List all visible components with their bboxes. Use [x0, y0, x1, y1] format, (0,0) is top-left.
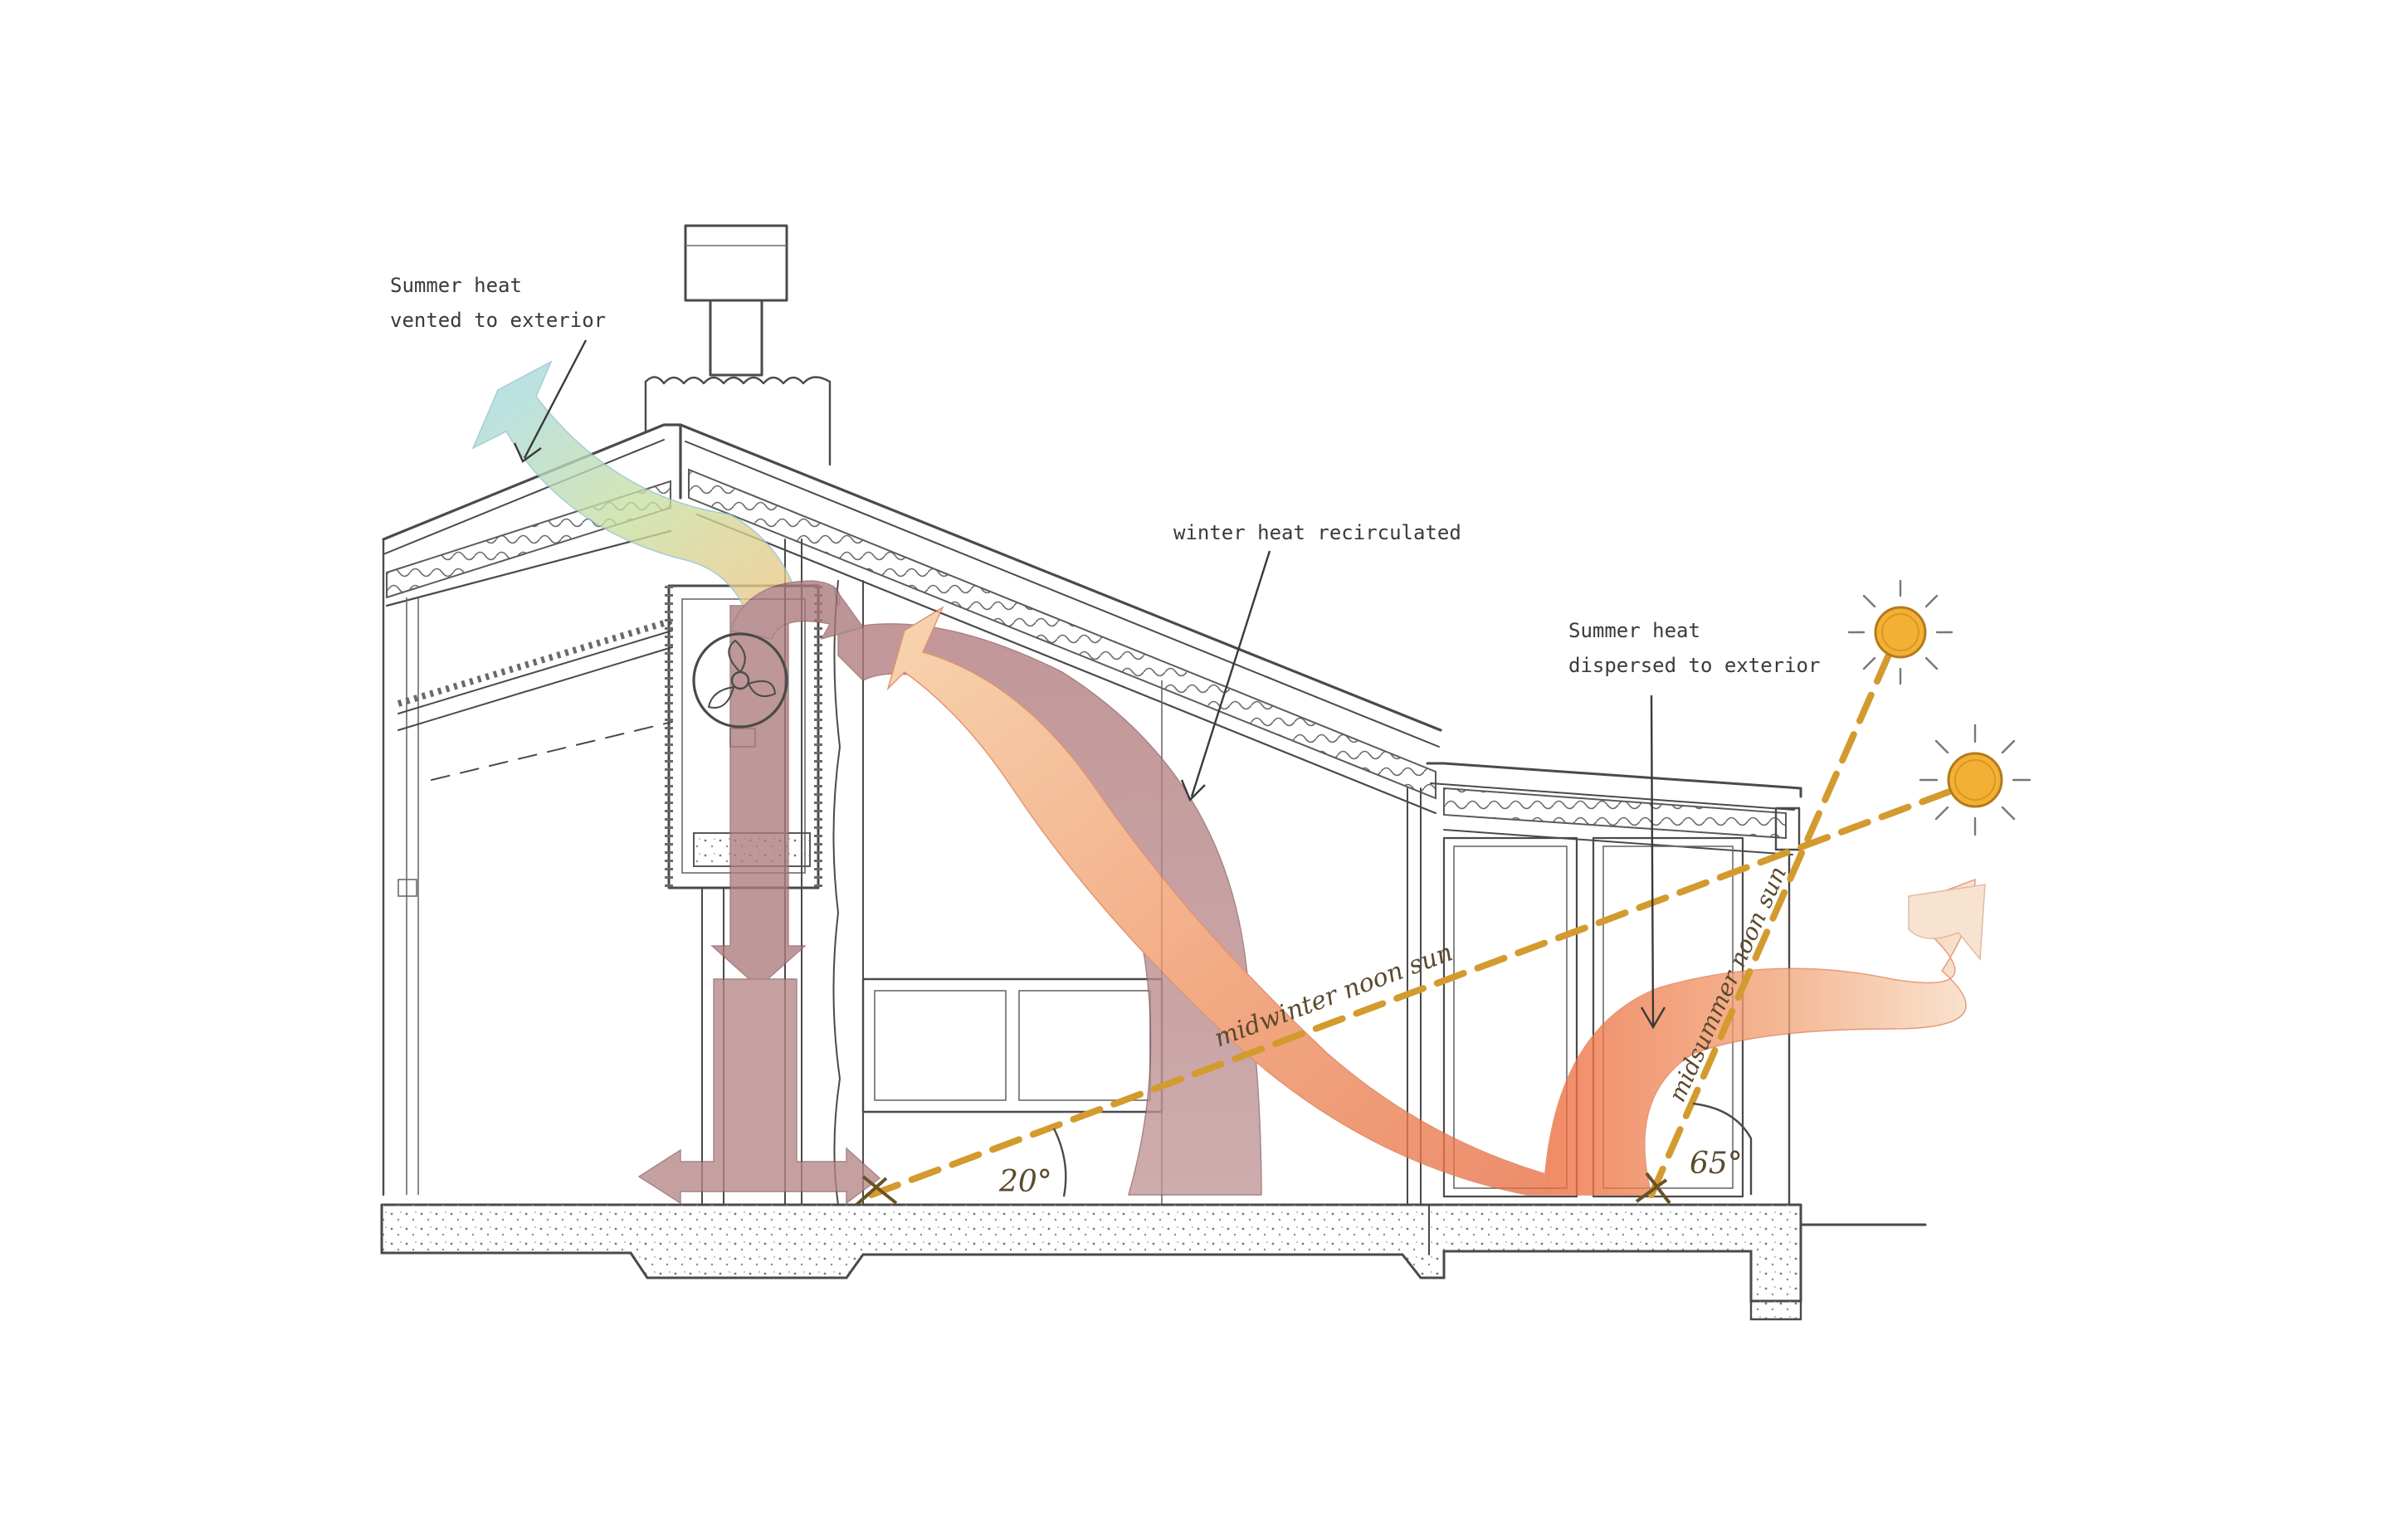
recirc-floor-spread — [637, 978, 881, 1205]
midsummer-angle-arc — [1692, 1102, 1753, 1195]
floor-slab — [380, 1203, 1927, 1321]
sunroom-roof — [1426, 762, 1802, 855]
vent-flow-arrow — [471, 360, 802, 615]
air-flows — [471, 360, 1986, 1205]
fan-icon — [692, 632, 788, 729]
recirc-top-loop — [729, 580, 865, 641]
chimney — [644, 224, 832, 466]
midwinter-angle-label: 20° — [998, 1165, 1052, 1199]
building-section — [380, 224, 1927, 1321]
vent-leader — [523, 339, 588, 459]
midwinter-angle-arc — [1052, 1128, 1067, 1197]
disp-leader-arrowhead — [1640, 1006, 1666, 1030]
recirc-label: winter heat recirculated — [1173, 521, 1461, 544]
midsummer-sun-ray — [1648, 644, 1895, 1198]
sun-rays — [855, 644, 1962, 1206]
vent-label-line-2: vented to exterior — [390, 309, 606, 332]
dispersed-arrow-head — [1908, 884, 1986, 961]
vent-leader-arrowhead — [513, 442, 542, 463]
disp-label-line-2: dispersed to exterior — [1568, 654, 1820, 677]
main-roof — [679, 423, 1442, 815]
recirc-column — [710, 605, 807, 988]
sun-icon — [1847, 579, 1953, 685]
vent-label-line-1: Summer heat — [390, 274, 522, 297]
warm-flow-arrow — [886, 606, 1644, 1196]
disp-leader — [1650, 694, 1655, 1026]
midsummer-angle-label: 65° — [1690, 1147, 1743, 1181]
recirc-leader — [1190, 550, 1271, 797]
midsummer-ray-arrowhead — [1635, 1172, 1671, 1205]
recirc-leader-arrowhead — [1180, 779, 1206, 802]
midwinter-ray-arrowhead — [855, 1175, 898, 1206]
leader-lines — [513, 339, 1666, 1030]
midwinter-sun-ray — [868, 785, 1962, 1198]
sun-icon — [1919, 724, 2032, 836]
recirc-flow-arrow — [837, 623, 1262, 1196]
disp-label-line-1: Summer heat — [1568, 619, 1700, 642]
